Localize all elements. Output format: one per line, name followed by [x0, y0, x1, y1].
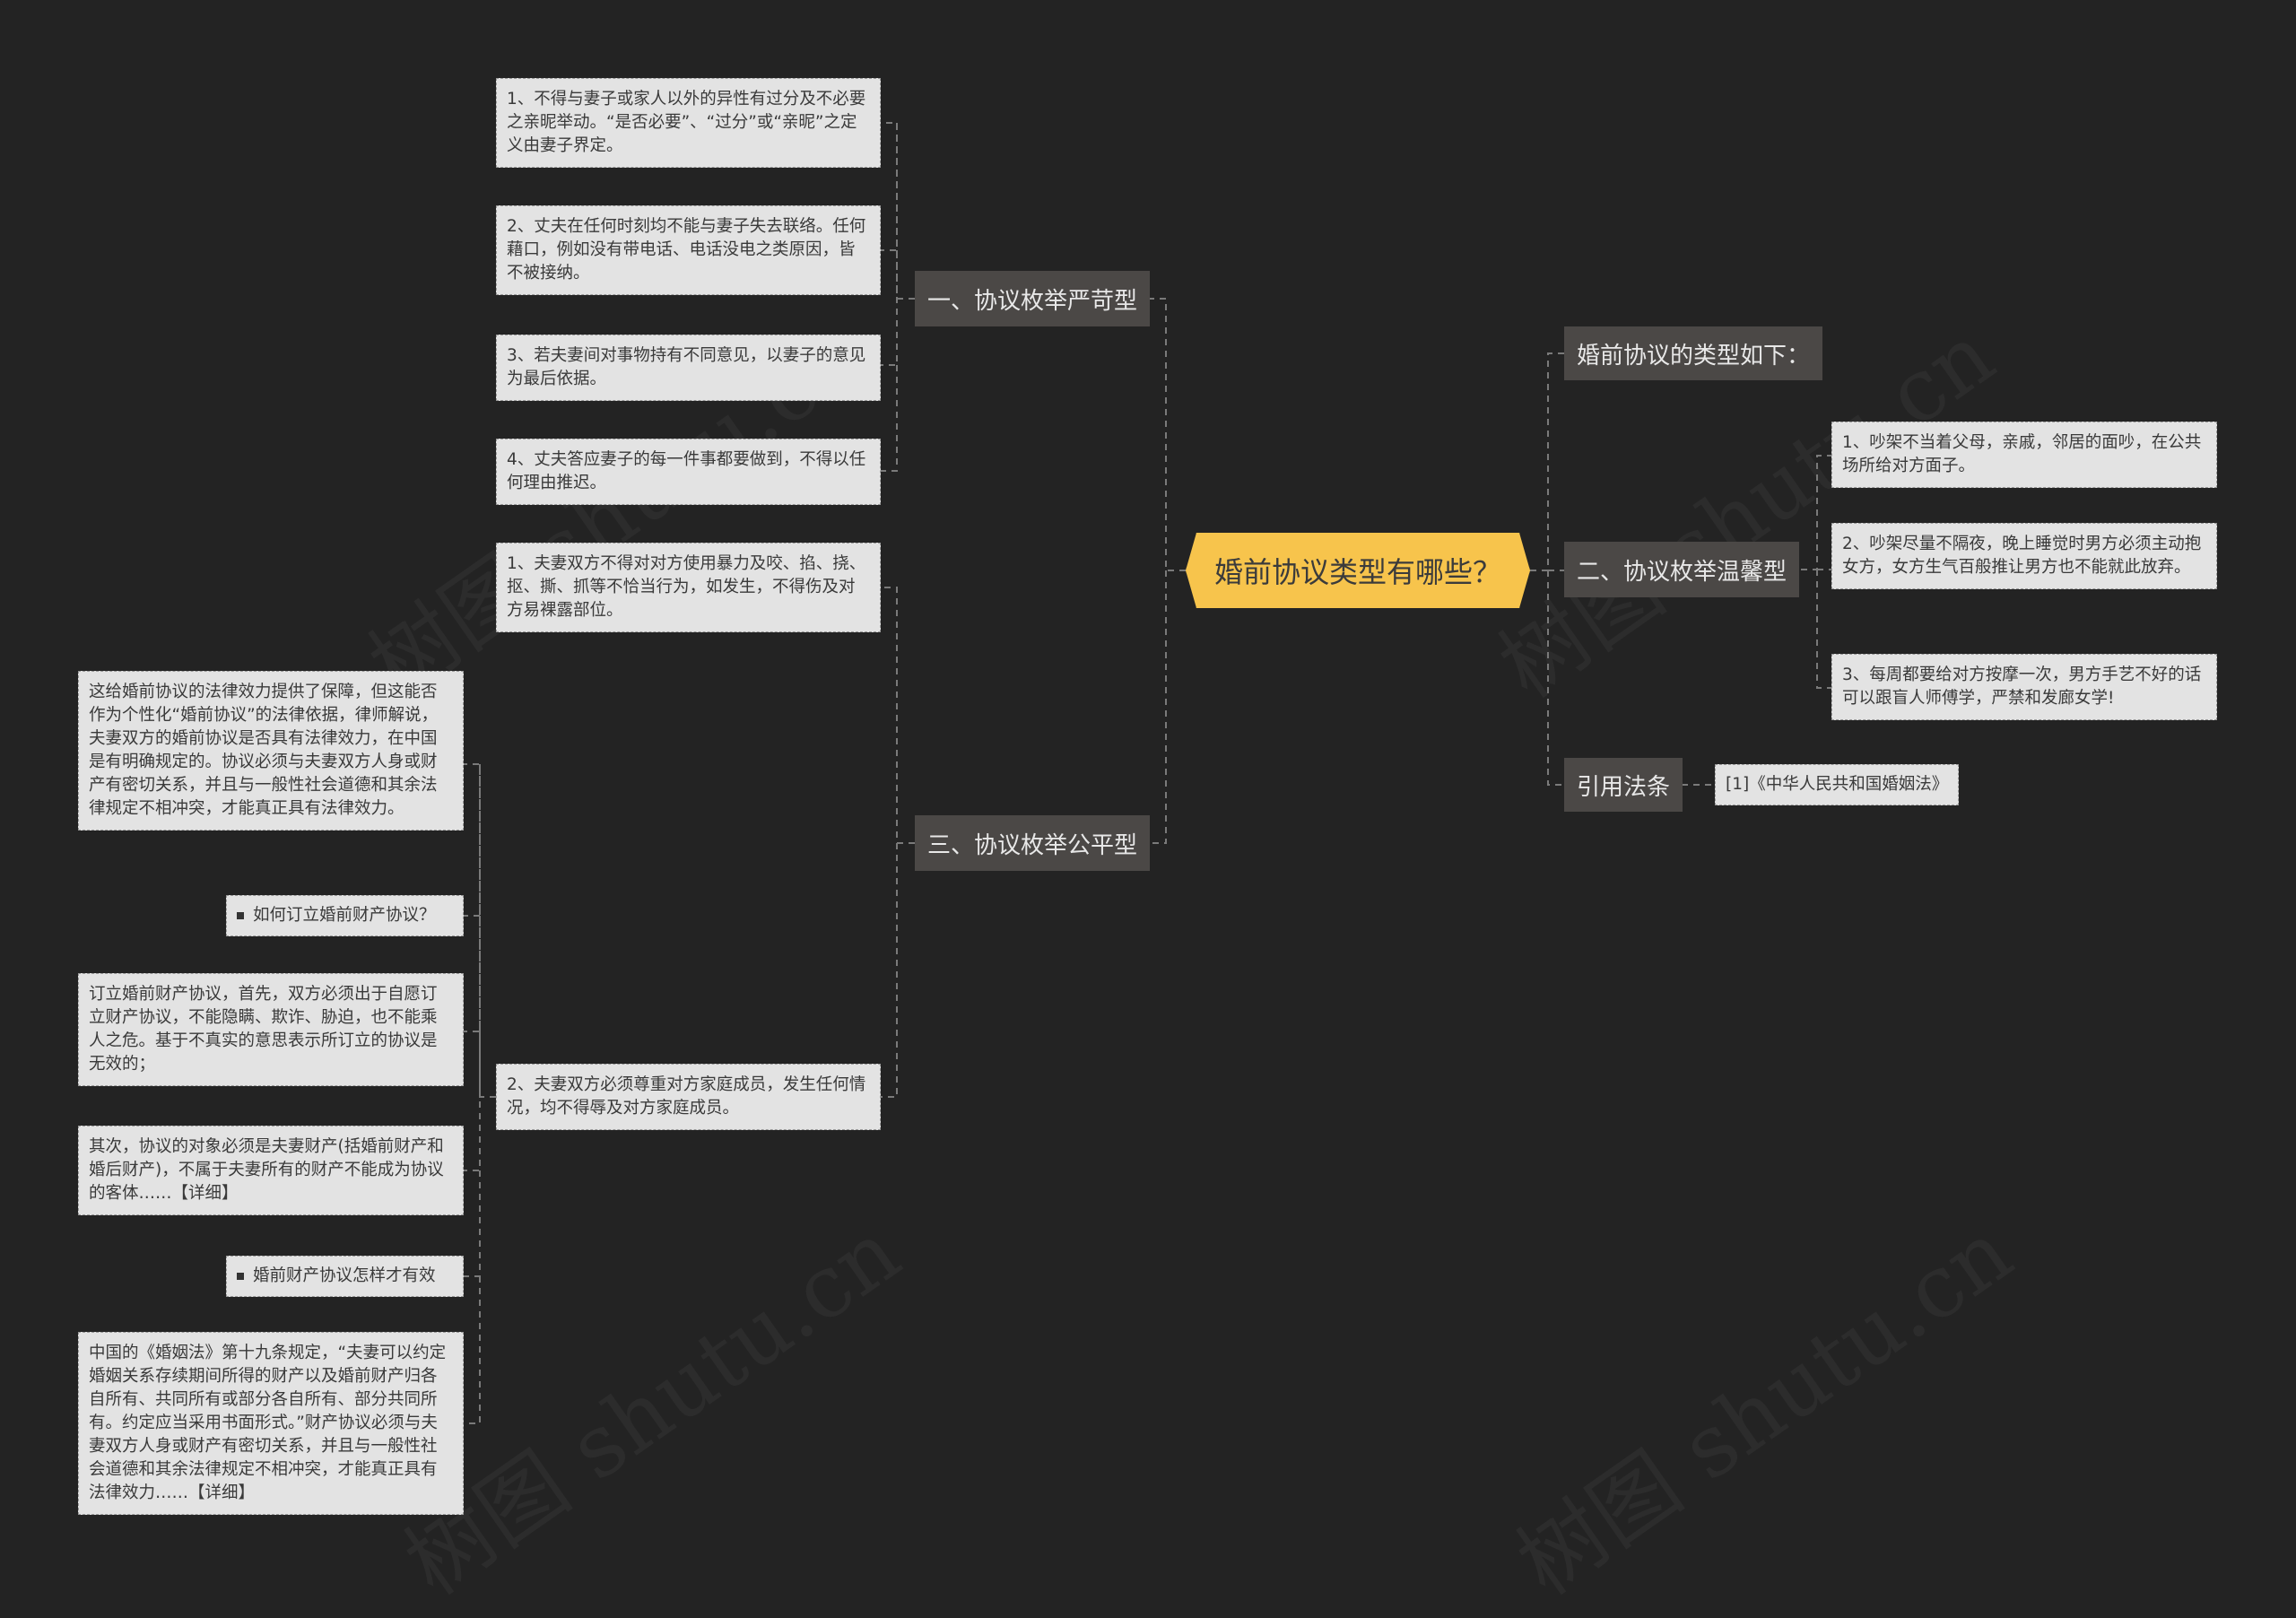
bullet-icon — [237, 1273, 244, 1280]
root-topic[interactable]: 婚前协议类型有哪些？ — [1186, 533, 1530, 608]
list-item[interactable]: 2、吵架尽量不隔夜，晚上睡觉时男方必须主动抱女方，女方生气百般推让男方也不能就此… — [1831, 523, 2217, 589]
related-text: 订立婚前财产协议，首先，双方必须出于自愿订立财产协议，不能隐瞒、欺诈、胁迫，也不… — [78, 973, 464, 1086]
related-link-label: 如何订立婚前财产协议？ — [253, 906, 436, 925]
list-item[interactable]: 3、每周都要给对方按摩一次，男方手艺不好的话可以跟盲人师傅学，严禁和发廊女学! — [1831, 654, 2217, 720]
link-related — [464, 763, 496, 1424]
related-text: 这给婚前协议的法律效力提供了保障，但这能否作为个性化“婚前协议”的法律依据，律师… — [78, 671, 464, 831]
link-root-right — [1530, 352, 1564, 786]
branch-strict[interactable]: 一、协议枚举严苛型 — [915, 271, 1151, 326]
list-item[interactable]: 1、吵架不当着父母，亲戚，邻居的面吵，在公共场所给对方面子。 — [1831, 422, 2217, 488]
bullet-icon — [237, 912, 244, 919]
related-text[interactable]: 其次，协议的对象必须是夫妻财产(括婚前财产和婚后财产)，不属于夫妻所有的财产不能… — [78, 1126, 464, 1215]
list-item[interactable]: 3、若夫妻间对事物持有不同意见，以妻子的意见为最后依据。 — [496, 335, 881, 401]
link-branch3-leaves — [881, 587, 915, 1098]
list-item[interactable]: 1、夫妻双方不得对对方使用暴力及咬、掐、挠、抠、撕、抓等不恰当行为，如发生，不得… — [496, 543, 881, 632]
list-item[interactable]: 1、不得与妻子或家人以外的异性有过分及不必要之亲昵举动。“是否必要”、“过分”或… — [496, 78, 881, 168]
related-link-label: 婚前财产协议怎样才有效 — [253, 1266, 436, 1285]
list-item[interactable]: 4、丈夫答应妻子的每一件事都要做到，不得以任何理由推迟。 — [496, 439, 881, 505]
link-branch1-leaves — [881, 122, 915, 472]
branch-law[interactable]: 引用法条 — [1564, 758, 1683, 812]
related-text[interactable]: 中国的《婚姻法》第十九条规定，“夫妻可以约定婚姻关系存续期间所得的财产以及婚前财… — [78, 1332, 464, 1515]
intro-topic[interactable]: 婚前协议的类型如下： — [1564, 326, 1823, 380]
list-item[interactable]: 2、丈夫在任何时刻均不能与妻子失去联络。任何藉口，例如没有带电话、电话没电之类原… — [496, 205, 881, 295]
law-reference[interactable]: [1]《中华人民共和国婚姻法》 — [1715, 764, 1960, 805]
link-root-branch3 — [1150, 570, 1167, 844]
branch-warm[interactable]: 二、协议枚举温馨型 — [1564, 542, 1800, 597]
branch-fair[interactable]: 三、协议枚举公平型 — [915, 815, 1151, 871]
related-link[interactable]: 如何订立婚前财产协议？ — [226, 895, 464, 936]
link-root-branch1 — [1150, 298, 1186, 571]
link-branch2-leaves — [1801, 455, 1831, 689]
related-link[interactable]: 婚前财产协议怎样才有效 — [226, 1256, 464, 1297]
list-item[interactable]: 2、夫妻双方必须尊重对方家庭成员，发生任何情况，均不得辱及对方家庭成员。 — [496, 1064, 881, 1130]
